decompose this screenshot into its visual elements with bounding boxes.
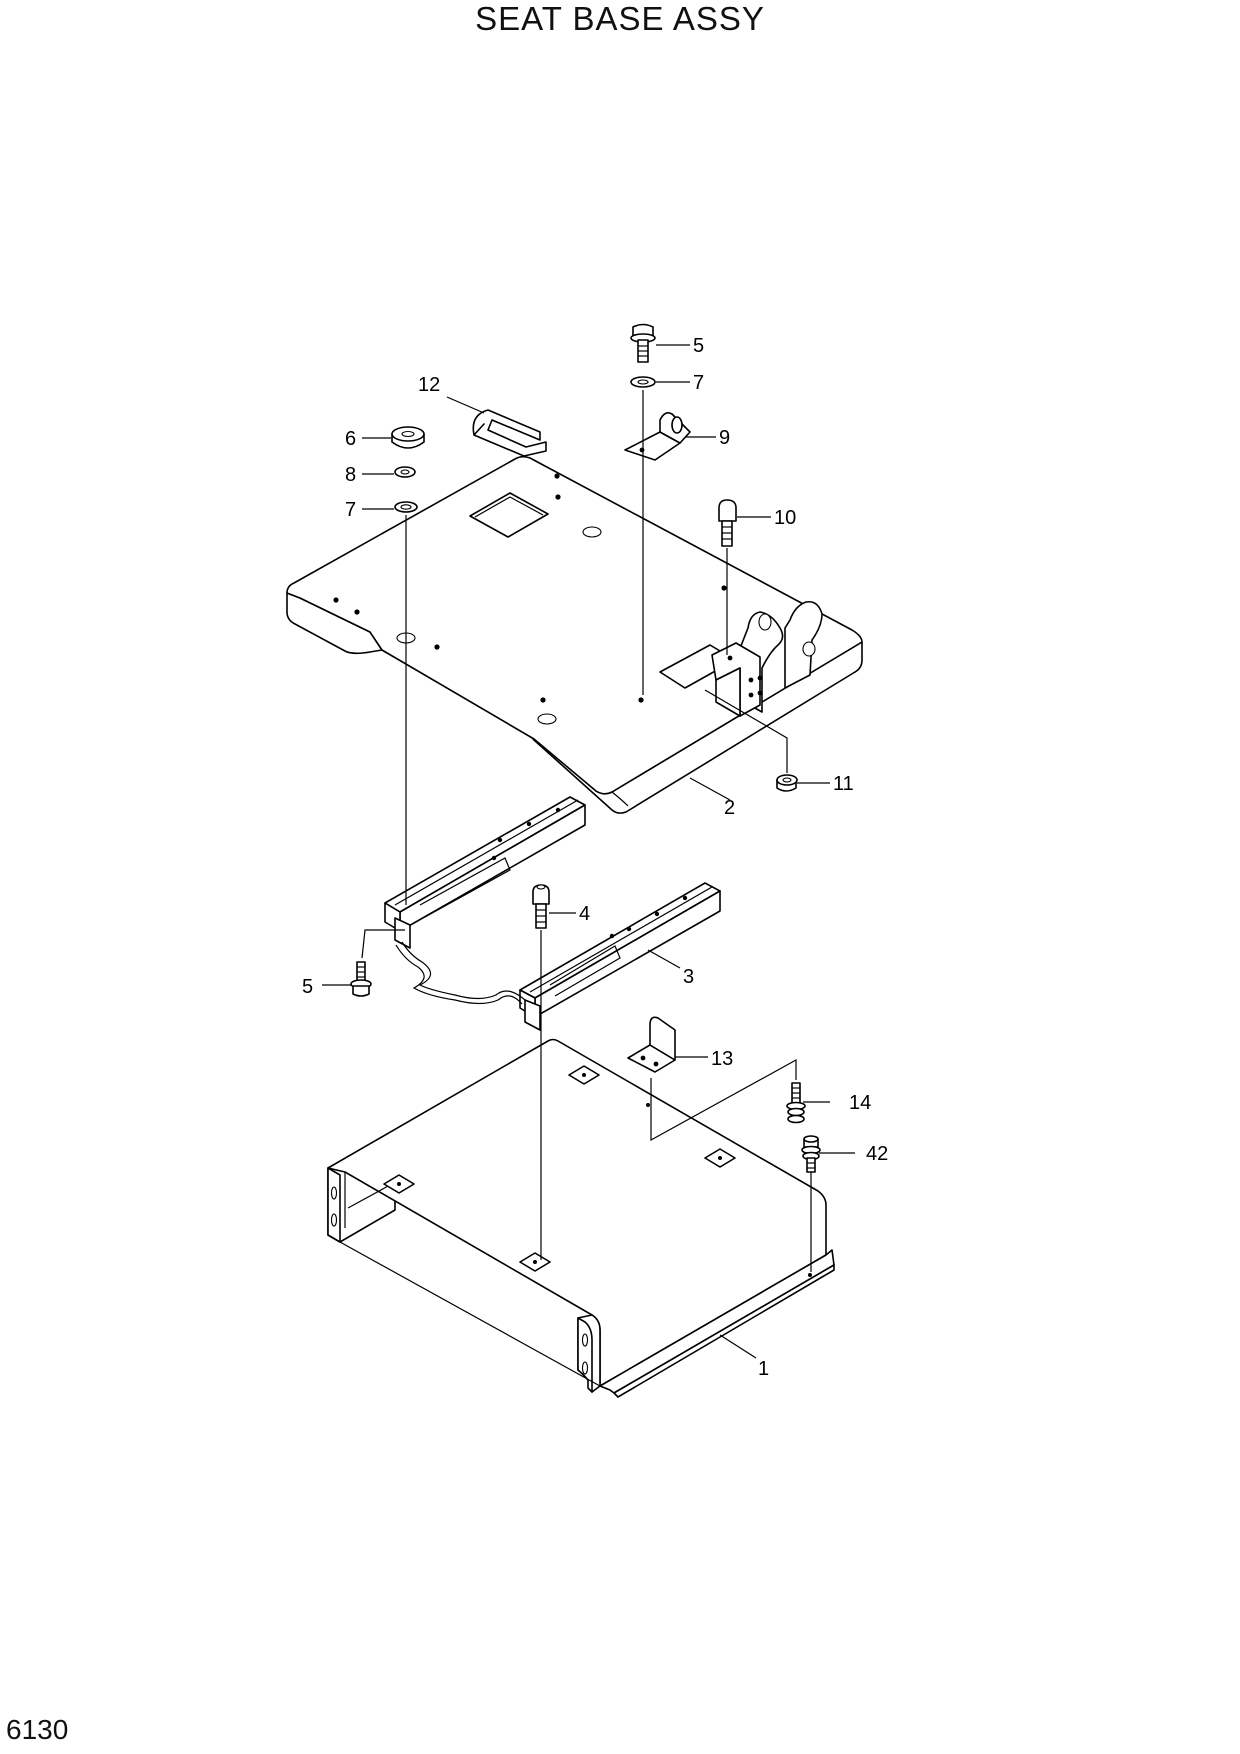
bracket-nut-part [776, 774, 798, 792]
top-hardware-stack [624, 323, 691, 461]
callout-14: 14 [849, 1092, 871, 1114]
hinge-bolt-part [718, 499, 737, 547]
bolt-washer-set-14 [786, 1082, 806, 1124]
rail-bolt-part [350, 961, 372, 997]
callout-7-top: 7 [693, 372, 704, 394]
callout-9: 9 [719, 427, 730, 449]
callout-12: 12 [418, 374, 440, 396]
callout-3: 3 [683, 966, 694, 988]
assembly-lines [361, 390, 812, 1272]
callout-10: 10 [774, 507, 796, 529]
callout-13: 13 [711, 1048, 733, 1070]
callout-4: 4 [579, 903, 590, 925]
seat-base-part [327, 1038, 835, 1398]
angle-bracket-part [627, 1016, 676, 1073]
left-hardware-stack [391, 426, 425, 513]
callout-labels: 5 7 12 6 9 8 7 10 11 2 4 3 5 13 14 42 1 [302, 335, 888, 1380]
page-number: 6130 [6, 1714, 69, 1745]
slide-rail-part [384, 796, 721, 1031]
socket-bolt-part [532, 884, 550, 929]
bolt-washer-set-42 [801, 1135, 821, 1173]
callout-7-left: 7 [345, 499, 356, 521]
seat-plate-part [286, 455, 863, 814]
callout-42: 42 [866, 1143, 888, 1165]
callout-5-top: 5 [693, 335, 704, 357]
callout-5-left: 5 [302, 976, 313, 998]
callout-2: 2 [724, 797, 735, 819]
callout-6: 6 [345, 428, 356, 450]
diagram-title: SEAT BASE ASSY [475, 0, 765, 37]
u-clip-part [472, 409, 547, 457]
callout-1: 1 [758, 1358, 769, 1380]
callout-8: 8 [345, 464, 356, 486]
callout-11: 11 [833, 773, 854, 795]
leader-lines [322, 344, 855, 1359]
